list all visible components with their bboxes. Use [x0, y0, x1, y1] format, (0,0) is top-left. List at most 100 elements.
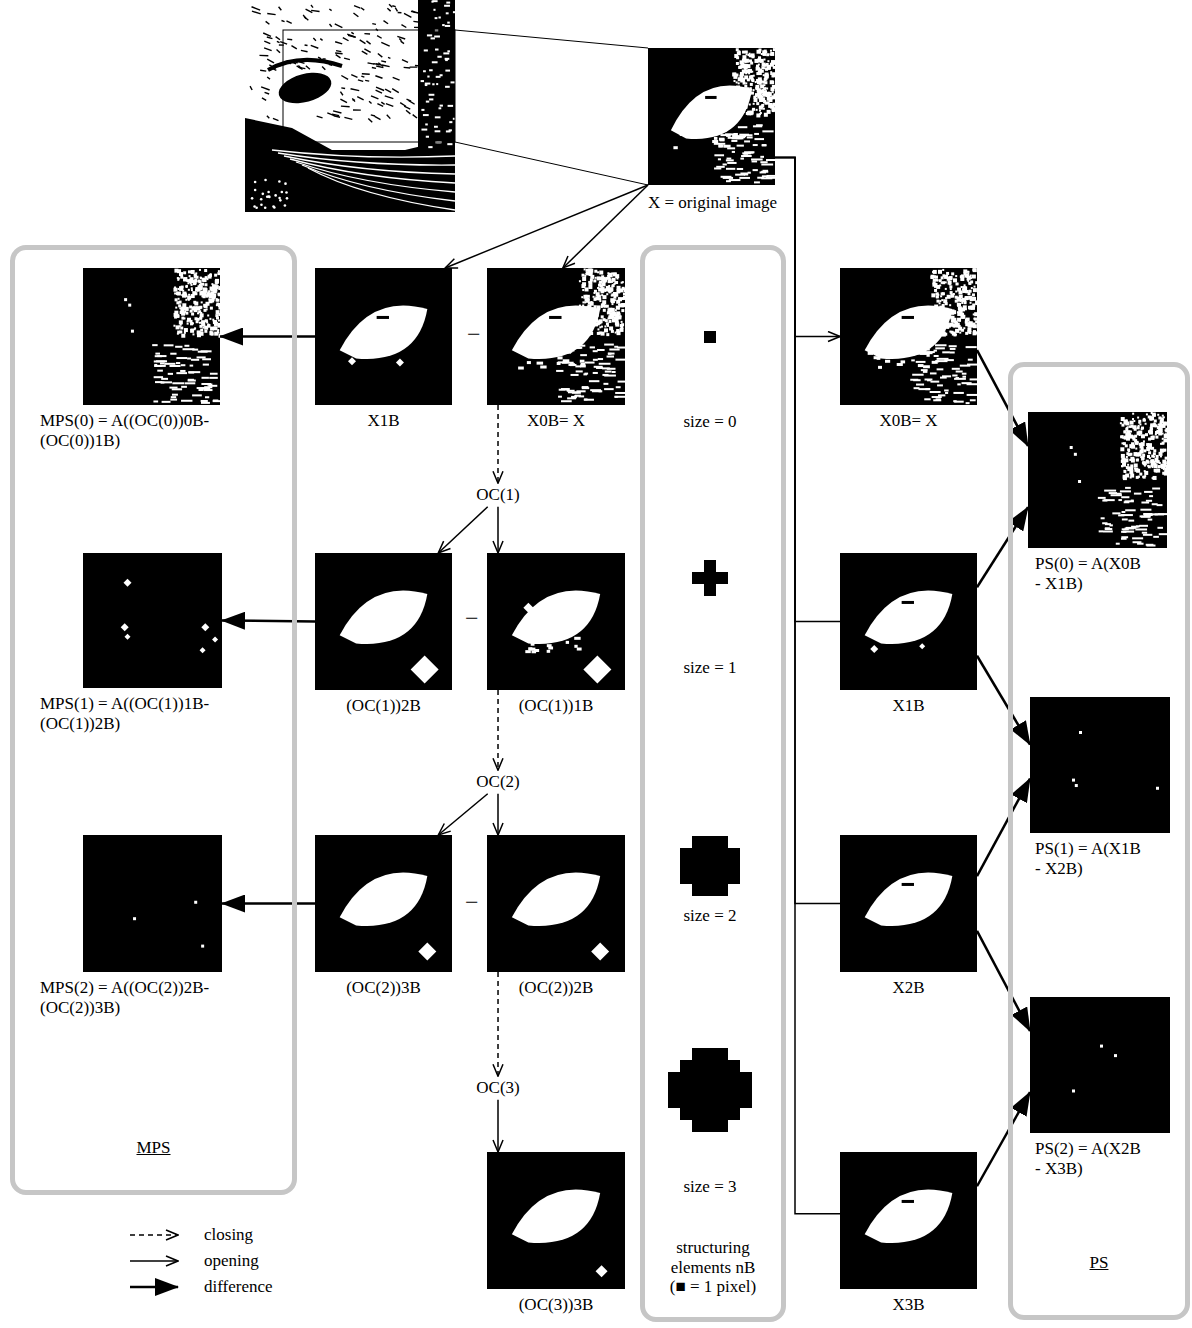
- pixel: [755, 93, 758, 96]
- pixel: [543, 354, 547, 357]
- pixel: [190, 365, 194, 367]
- pixel: [934, 350, 937, 352]
- pixel: [176, 292, 179, 295]
- structuring-element: size = 2: [680, 836, 740, 896]
- pixel: [598, 287, 602, 291]
- operation-node: OC(1): [472, 483, 523, 507]
- pixel: [935, 279, 938, 282]
- pixel: [737, 145, 744, 147]
- pixel: [962, 373, 967, 375]
- blob: [396, 359, 404, 367]
- pixel: [746, 64, 750, 68]
- image-pixels: [865, 268, 977, 404]
- pixel: [965, 332, 968, 335]
- image-panel: X2B: [840, 835, 977, 972]
- pixel: [727, 162, 736, 164]
- pixel: [721, 176, 732, 178]
- pixel: [568, 364, 576, 366]
- pixel: [207, 314, 209, 316]
- fur-speck: [432, 0, 437, 2]
- pixel: [590, 272, 592, 274]
- fur-speck: [434, 126, 438, 128]
- pixel: [950, 348, 956, 350]
- pixel: [1131, 459, 1135, 463]
- pixel: [203, 364, 209, 366]
- fur-stroke: [364, 33, 370, 35]
- blob: [591, 942, 609, 960]
- fur-stroke: [407, 99, 412, 101]
- fur-stroke: [372, 67, 376, 69]
- pixel: [755, 85, 759, 89]
- pixel: [170, 353, 176, 355]
- pixel: [950, 294, 954, 298]
- pixel: [973, 331, 977, 335]
- pixel: [621, 321, 623, 323]
- pixel: [210, 327, 214, 331]
- pixel: [959, 332, 961, 334]
- eye-blob: [865, 305, 953, 358]
- pixel: [621, 323, 624, 326]
- pixel: [975, 300, 977, 304]
- pixel: [941, 292, 944, 295]
- pixel: [218, 319, 220, 321]
- whisker-dot: [261, 193, 264, 196]
- binary-image: [487, 553, 625, 690]
- image-ground: [840, 835, 977, 972]
- pixel: [175, 298, 178, 301]
- pixel: [611, 285, 613, 287]
- pixel: [194, 328, 196, 330]
- pixel: [772, 61, 775, 65]
- pixel: [209, 299, 213, 303]
- fur-stroke: [291, 46, 296, 49]
- whisker-dot: [284, 204, 287, 207]
- pixel: [204, 304, 208, 308]
- se-pixel: [680, 860, 692, 872]
- pixel: [177, 279, 179, 281]
- pixel: [1146, 413, 1148, 415]
- pixel: [952, 310, 956, 314]
- image-ground: [487, 553, 625, 690]
- fur-stroke: [358, 80, 363, 81]
- fur-stroke: [401, 41, 404, 44]
- connector: [497, 405, 499, 483]
- se-pixel: [692, 836, 704, 848]
- fur-stroke: [352, 99, 355, 101]
- se-pixel: [704, 872, 716, 884]
- pixel: [582, 387, 589, 389]
- pixel: [174, 316, 177, 319]
- pixel: [183, 277, 187, 281]
- fur-stroke: [306, 66, 310, 70]
- pixel: [201, 402, 210, 404]
- se-pixel: [668, 1084, 680, 1096]
- fur-stroke: [287, 61, 291, 64]
- pixel: [184, 332, 186, 334]
- pixel: [604, 279, 607, 282]
- se-pixel: [680, 1072, 692, 1084]
- pixel: [762, 81, 765, 84]
- image-panel: X0B= X: [487, 268, 625, 405]
- fur-stroke: [276, 37, 280, 40]
- pixel: [774, 107, 775, 110]
- pixel: [609, 326, 613, 330]
- pixel: [751, 158, 763, 160]
- fur-stroke: [281, 21, 284, 22]
- fur-stroke: [357, 97, 363, 100]
- pixel: [582, 274, 585, 277]
- fur-stroke: [392, 5, 395, 7]
- pixel: [919, 351, 926, 354]
- pixel: [173, 288, 177, 292]
- se-pixel: [716, 1084, 728, 1096]
- pixel: [599, 281, 602, 284]
- pixel: [612, 371, 616, 373]
- pixel: [198, 280, 201, 283]
- pixel: [213, 299, 215, 301]
- pixel: [1132, 418, 1134, 420]
- pixel: [602, 303, 605, 306]
- pixel: [971, 306, 975, 310]
- fur-stroke: [369, 101, 371, 103]
- pixel: [768, 93, 770, 95]
- pixel: [201, 383, 211, 385]
- pixel: [599, 300, 601, 302]
- pixel: [1145, 423, 1147, 425]
- binary-image: [83, 268, 220, 405]
